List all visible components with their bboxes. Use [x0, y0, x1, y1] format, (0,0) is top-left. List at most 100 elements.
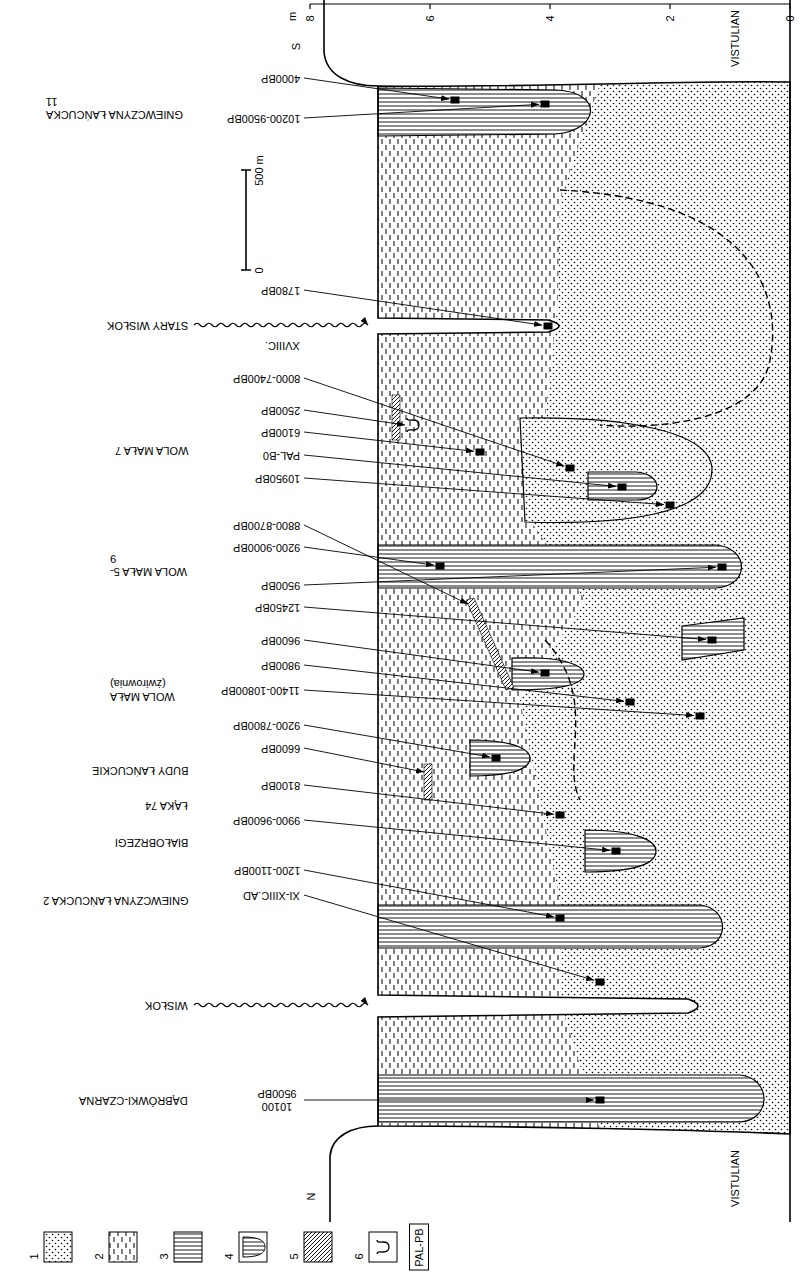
site-name: BUDY ŁAŃCUCKIE — [92, 764, 188, 777]
leader-line — [304, 895, 594, 980]
leader-line — [304, 78, 449, 99]
legend-number: 6 — [353, 1253, 366, 1259]
leader-line — [304, 785, 554, 814]
leader-line — [304, 104, 539, 118]
date-label: 1200-1100BP — [234, 864, 300, 877]
river-name: STARY WISŁOK — [107, 319, 188, 332]
dashed-boundary — [545, 640, 580, 800]
sample-square — [476, 449, 485, 456]
valley-fill-outline — [378, 82, 790, 1134]
tree-trunk-symbol — [407, 418, 419, 432]
site-name: DĄBRÓWKI-CZARNA — [79, 1094, 188, 1107]
date-label: 11400-10800BP — [221, 684, 300, 697]
sample-square — [541, 101, 550, 108]
soil-hatch — [466, 598, 514, 690]
leader-layer — [194, 78, 727, 1270]
leader-line — [304, 567, 716, 585]
date-label: 10200-9500BP — [227, 112, 300, 125]
date-label: 10100 9500BP — [254, 1087, 300, 1113]
direction-label: S — [290, 42, 303, 49]
axis-tick-label: 0 — [784, 15, 797, 21]
date-label: 6600BP — [261, 742, 300, 755]
legend-number: 3 — [158, 1253, 171, 1259]
leader-line — [304, 690, 694, 716]
date-label: 10950BP — [255, 472, 300, 485]
legend-number: 1 — [28, 1253, 41, 1259]
leader-line — [304, 290, 542, 325]
leader-line — [304, 607, 706, 640]
sample-square — [436, 563, 445, 570]
site-name: WOLA MAŁA (żwirownia) — [110, 677, 188, 703]
channel-fill — [682, 618, 744, 660]
river-arrow — [194, 1003, 368, 1007]
section-base — [789, 0, 791, 1222]
date-label: 9200-7800BP — [233, 719, 300, 732]
stratigraphic-unit: VISTULIAN — [728, 10, 741, 67]
legend-box — [410, 1224, 429, 1270]
leader-line — [304, 870, 554, 917]
site-name: GNIEWCZYNA ŁAŃCUCKA 11 — [46, 95, 188, 121]
sample-square — [451, 97, 460, 104]
legend-swatch — [369, 1232, 397, 1262]
leader-line — [304, 725, 490, 757]
soil-hatch — [392, 395, 400, 440]
date-label: 12450BP — [255, 601, 300, 614]
date-label: 1780BP — [261, 284, 300, 297]
sample-square — [566, 465, 575, 472]
soil-hatch — [424, 764, 432, 800]
axis-tick-label: 4 — [544, 15, 557, 21]
sample-square — [556, 915, 565, 922]
sample-square — [618, 484, 627, 491]
legend-lens — [243, 1237, 265, 1257]
terrace-surface — [330, 1126, 378, 1222]
date-label: 9200-9000BP — [233, 541, 300, 554]
leader-line — [304, 748, 424, 772]
legend-swatch — [109, 1232, 137, 1262]
legend-swatch — [174, 1232, 202, 1262]
leader-line — [304, 410, 405, 425]
date-label: XVIIIC. — [265, 339, 300, 352]
lens-fill — [470, 740, 530, 776]
sample-label: PAL-B0 — [263, 449, 300, 462]
scale-label: 500 m — [252, 155, 265, 186]
site-name: BIAŁOBRZEGI — [115, 836, 188, 849]
river-arrow — [194, 323, 368, 327]
date-label: 8000-7400BP — [233, 372, 300, 385]
scale-bar — [241, 170, 251, 270]
dashed-boundary — [560, 190, 773, 426]
sample-square — [492, 755, 501, 762]
lens-fill — [512, 658, 584, 690]
channel-fill — [378, 545, 742, 588]
date-label: 8800-8700BP — [233, 519, 300, 532]
date-label: 9500BP — [261, 579, 300, 592]
elevation-axis — [310, 4, 790, 9]
axis-tick-label: 6 — [424, 15, 437, 21]
leader-line — [304, 378, 564, 466]
terrace-surface — [324, 0, 378, 86]
channel-fill — [378, 1075, 764, 1122]
site-name: WOLA MAŁA 5-9 — [110, 552, 188, 578]
sample-square — [544, 323, 553, 330]
legend-tree-symbol — [377, 1240, 389, 1254]
sample-square — [541, 670, 550, 677]
channel-fill — [588, 472, 657, 500]
leader-line — [304, 525, 468, 604]
scale-label: 0 — [253, 267, 266, 273]
river-name: WISŁOK — [145, 999, 188, 1012]
date-label: 6100BP — [261, 426, 300, 439]
sample-square — [718, 564, 727, 571]
sample-square — [626, 699, 635, 706]
legend-swatch — [239, 1232, 267, 1262]
legend-swatch — [44, 1232, 72, 1262]
legend-number: 4 — [223, 1253, 236, 1259]
date-label: 9800BP — [261, 659, 300, 672]
sample-square — [666, 502, 675, 509]
leader-line — [304, 547, 434, 565]
date-label: 8100BP — [261, 779, 300, 792]
sand-lens — [520, 418, 712, 523]
sample-square — [612, 848, 621, 855]
legend-number: 5 — [288, 1253, 301, 1259]
direction-label: N — [305, 1192, 318, 1200]
